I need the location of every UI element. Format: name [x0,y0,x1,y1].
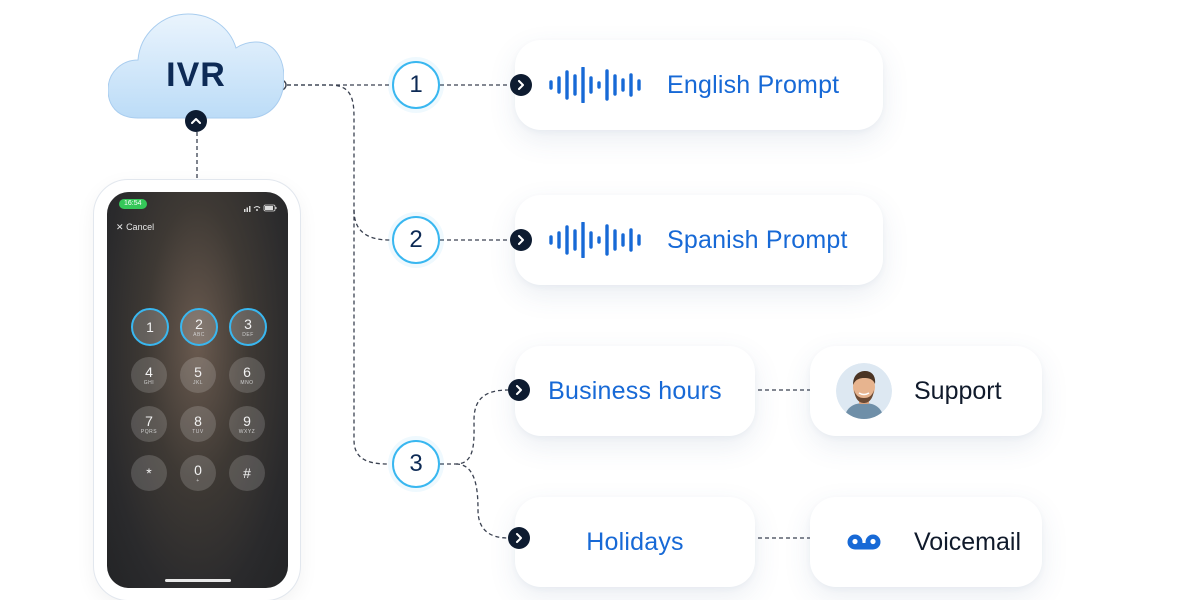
voicemail-icon [836,514,892,570]
key-digit: 9 [243,412,251,429]
key-digit: 5 [194,363,202,380]
keypad-key[interactable]: 1 [131,308,169,346]
key-letters: MNO [240,379,254,386]
status-icons [244,199,278,217]
keypad-key[interactable]: 0+ [180,455,216,491]
audio-wave-icon [549,222,641,258]
phone-screen: 16:54 ✕ Cancel [107,192,288,588]
ivr-label: IVR [166,56,226,94]
voicemail-card[interactable]: Voicemail [810,497,1042,587]
chevron-right-icon[interactable] [508,527,530,549]
key-letters: PQRS [140,428,158,435]
option-3-number: 3 [409,450,423,477]
chevron-right-icon[interactable] [510,229,532,251]
chevron-up-icon[interactable] [185,110,207,132]
key-digit: 8 [194,412,202,429]
option-2-number: 2 [409,226,423,253]
option-1-badge: 1 [392,61,440,109]
support-card[interactable]: Support [810,346,1042,436]
keypad-key[interactable]: # [229,455,265,491]
key-digit: 4 [145,363,153,380]
voicemail-label: Voicemail [914,527,1021,556]
key-letters: + [196,477,200,484]
cancel-button[interactable]: ✕ Cancel [116,222,154,233]
spanish-prompt-card[interactable]: Spanish Prompt [515,195,883,285]
status-time: 16:54 [119,199,147,209]
option-1-number: 1 [409,71,423,98]
close-icon: ✕ [116,222,124,232]
business-hours-label: Business hours [548,376,722,405]
key-digit: 1 [146,319,154,335]
holidays-label: Holidays [586,527,684,556]
support-label: Support [914,376,1002,405]
spanish-prompt-label: Spanish Prompt [667,225,848,254]
key-digit: 6 [243,363,251,380]
cancel-label: Cancel [126,222,155,232]
english-prompt-label: English Prompt [667,70,840,99]
business-hours-card[interactable]: Business hours [515,346,755,436]
option-2-badge: 2 [392,216,440,264]
key-digit: # [243,465,251,481]
chevron-right-icon[interactable] [508,379,530,401]
key-digit: 2 [195,315,203,332]
english-prompt-card[interactable]: English Prompt [515,40,883,130]
key-digit: * [146,465,152,481]
key-letters: GHI [143,379,155,386]
ivr-cloud: IVR [107,8,285,126]
option-3-badge: 3 [392,440,440,488]
audio-wave-icon [549,67,641,103]
key-letters: DEF [242,331,254,338]
home-indicator [165,579,231,582]
key-letters: TUV [192,428,204,435]
holidays-card[interactable]: Holidays [515,497,755,587]
agent-avatar [836,363,892,419]
key-digit: 7 [145,412,153,429]
key-letters: ABC [193,331,205,338]
chevron-right-icon[interactable] [510,74,532,96]
keypad-key[interactable]: * [131,455,167,491]
key-letters: JKL [192,379,204,386]
key-digit: 0 [194,461,202,478]
key-digit: 3 [244,315,252,332]
key-letters: WXYZ [238,428,256,435]
